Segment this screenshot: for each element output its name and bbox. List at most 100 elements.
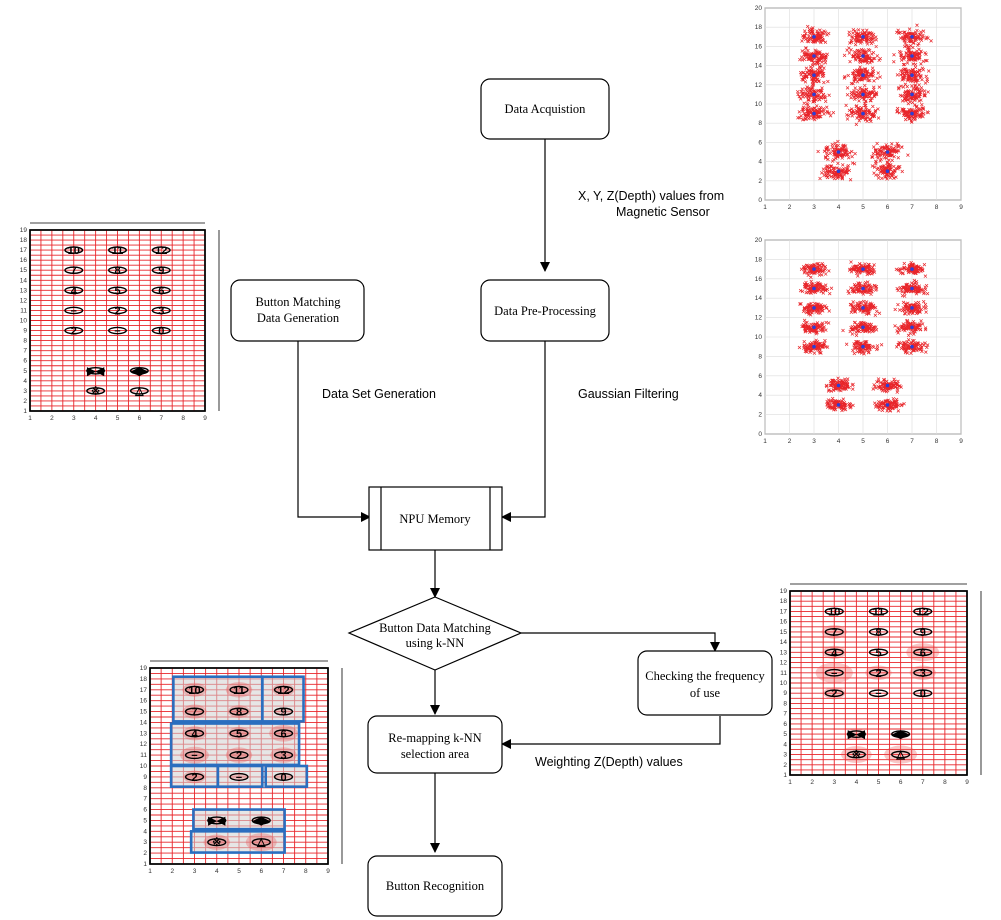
y-tick-label: 4 (758, 392, 762, 399)
key-label: ▶◀ (847, 729, 865, 741)
key-label: 12 (155, 245, 167, 257)
y-tick-label: 1 (143, 861, 147, 868)
key-label: − (236, 772, 242, 784)
node-button-matching-label: Button Matching (255, 295, 341, 309)
key-label: 7 (71, 265, 77, 277)
y-tick-label: 6 (23, 358, 27, 365)
cluster-center-point (910, 54, 914, 58)
key-ellipse (913, 648, 933, 657)
key-ellipse (129, 366, 149, 375)
x-tick-label: 3 (72, 415, 76, 422)
key-ellipse (824, 689, 844, 698)
key-ellipse (64, 266, 84, 275)
remap-region-row9-right (264, 764, 309, 788)
cluster-center-point (812, 92, 816, 97)
key-ellipse (229, 729, 249, 738)
cluster-center-point (861, 92, 865, 97)
key-ellipse (251, 816, 271, 825)
node-data-preprocessing-label: Data Pre-Processing (494, 304, 596, 318)
node-remapping-box (367, 715, 503, 774)
cluster-center-point (910, 267, 914, 271)
node-data-preprocessing-box (480, 279, 610, 342)
node-knn-diamond (347, 596, 523, 671)
key-ellipse (184, 772, 205, 781)
x-tick-label: 7 (159, 415, 163, 422)
grid-frame-outline (29, 229, 206, 412)
x-tick-label: 8 (943, 779, 947, 786)
key-ellipse (273, 685, 294, 694)
key-label: 7 (191, 707, 197, 719)
weight-halo (821, 624, 847, 639)
y-tick-label: 9 (143, 774, 147, 781)
weight-halo (822, 645, 847, 659)
key-ellipse (108, 306, 127, 315)
cluster-center-point (836, 150, 841, 154)
x-tick-label: 1 (763, 438, 767, 445)
y-tick-label: 0 (758, 431, 762, 438)
key-label: 3 (158, 305, 164, 317)
remap-region-top-right (261, 675, 305, 723)
x-tick-label: 2 (50, 415, 54, 422)
x-tick-label: 5 (116, 415, 120, 422)
key-label: △ (256, 837, 266, 849)
y-tick-label: 4 (783, 741, 787, 748)
y-tick-label: 19 (20, 227, 28, 234)
key-ellipse (108, 286, 127, 295)
key-label: 3 (920, 668, 926, 680)
y-tick-label: 14 (20, 277, 28, 284)
y-tick-label: 7 (143, 796, 147, 803)
key-label: 5 (236, 728, 242, 740)
y-tick-label: 12 (20, 297, 28, 304)
y-tick-label: 11 (780, 670, 787, 677)
cluster-center-point (861, 325, 865, 330)
y-tick-label: 3 (23, 388, 27, 395)
weight-halo (245, 833, 277, 852)
x-tick-label: 3 (193, 868, 197, 875)
x-tick-label: 2 (170, 868, 174, 875)
key-ellipse (868, 648, 889, 657)
y-tick-label: 4 (758, 159, 762, 166)
y-tick-label: 8 (758, 120, 762, 127)
x-tick-label: 3 (832, 779, 836, 786)
cluster-center-point (836, 403, 841, 407)
cluster-center-point (812, 35, 816, 39)
x-tick-label: 4 (855, 779, 859, 786)
x-tick-label: 6 (138, 415, 142, 422)
key-label: ※ (212, 837, 221, 849)
x-tick-label: 8 (181, 415, 185, 422)
key-ellipse (868, 668, 889, 677)
weight-halo (815, 662, 853, 684)
edge-label-gaussian-filtering: Gaussian Filtering (578, 387, 679, 401)
y-tick-label: 2 (758, 412, 762, 419)
key-ellipse (207, 816, 227, 825)
key-ellipse (229, 751, 249, 760)
scatter-points (795, 23, 933, 182)
key-ellipse (184, 685, 205, 694)
key-ellipse (184, 751, 205, 760)
key-ellipse (868, 689, 889, 698)
node-npu-memory-label: NPU Memory (399, 512, 471, 526)
key-label: 8 (875, 627, 881, 639)
weight-halo (269, 724, 298, 742)
cluster-center-point (910, 325, 914, 330)
node-data-acquisition-label: Data Acquistion (505, 102, 587, 116)
y-tick-label: 9 (23, 328, 27, 335)
y-tick-label: 18 (755, 24, 763, 31)
cluster-center-point (861, 54, 865, 58)
y-tick-label: 12 (755, 315, 763, 322)
key-label: 0 (920, 688, 926, 700)
key-label: ◀▶ (891, 729, 909, 741)
key-label: 7 (831, 627, 837, 639)
x-tick-label: 6 (886, 204, 890, 211)
cluster-center-point (910, 306, 914, 310)
y-tick-label: 13 (20, 287, 28, 294)
y-tick-label: 16 (755, 276, 763, 283)
x-tick-label: 2 (788, 438, 792, 445)
grid-frame-outline (789, 590, 968, 776)
y-tick-label: 10 (755, 334, 763, 341)
weight-halo (182, 682, 207, 697)
key-label: 2 (114, 305, 120, 317)
weight-halo (225, 747, 253, 763)
edge-label-sensor-values-2: Magnetic Sensor (616, 205, 710, 219)
